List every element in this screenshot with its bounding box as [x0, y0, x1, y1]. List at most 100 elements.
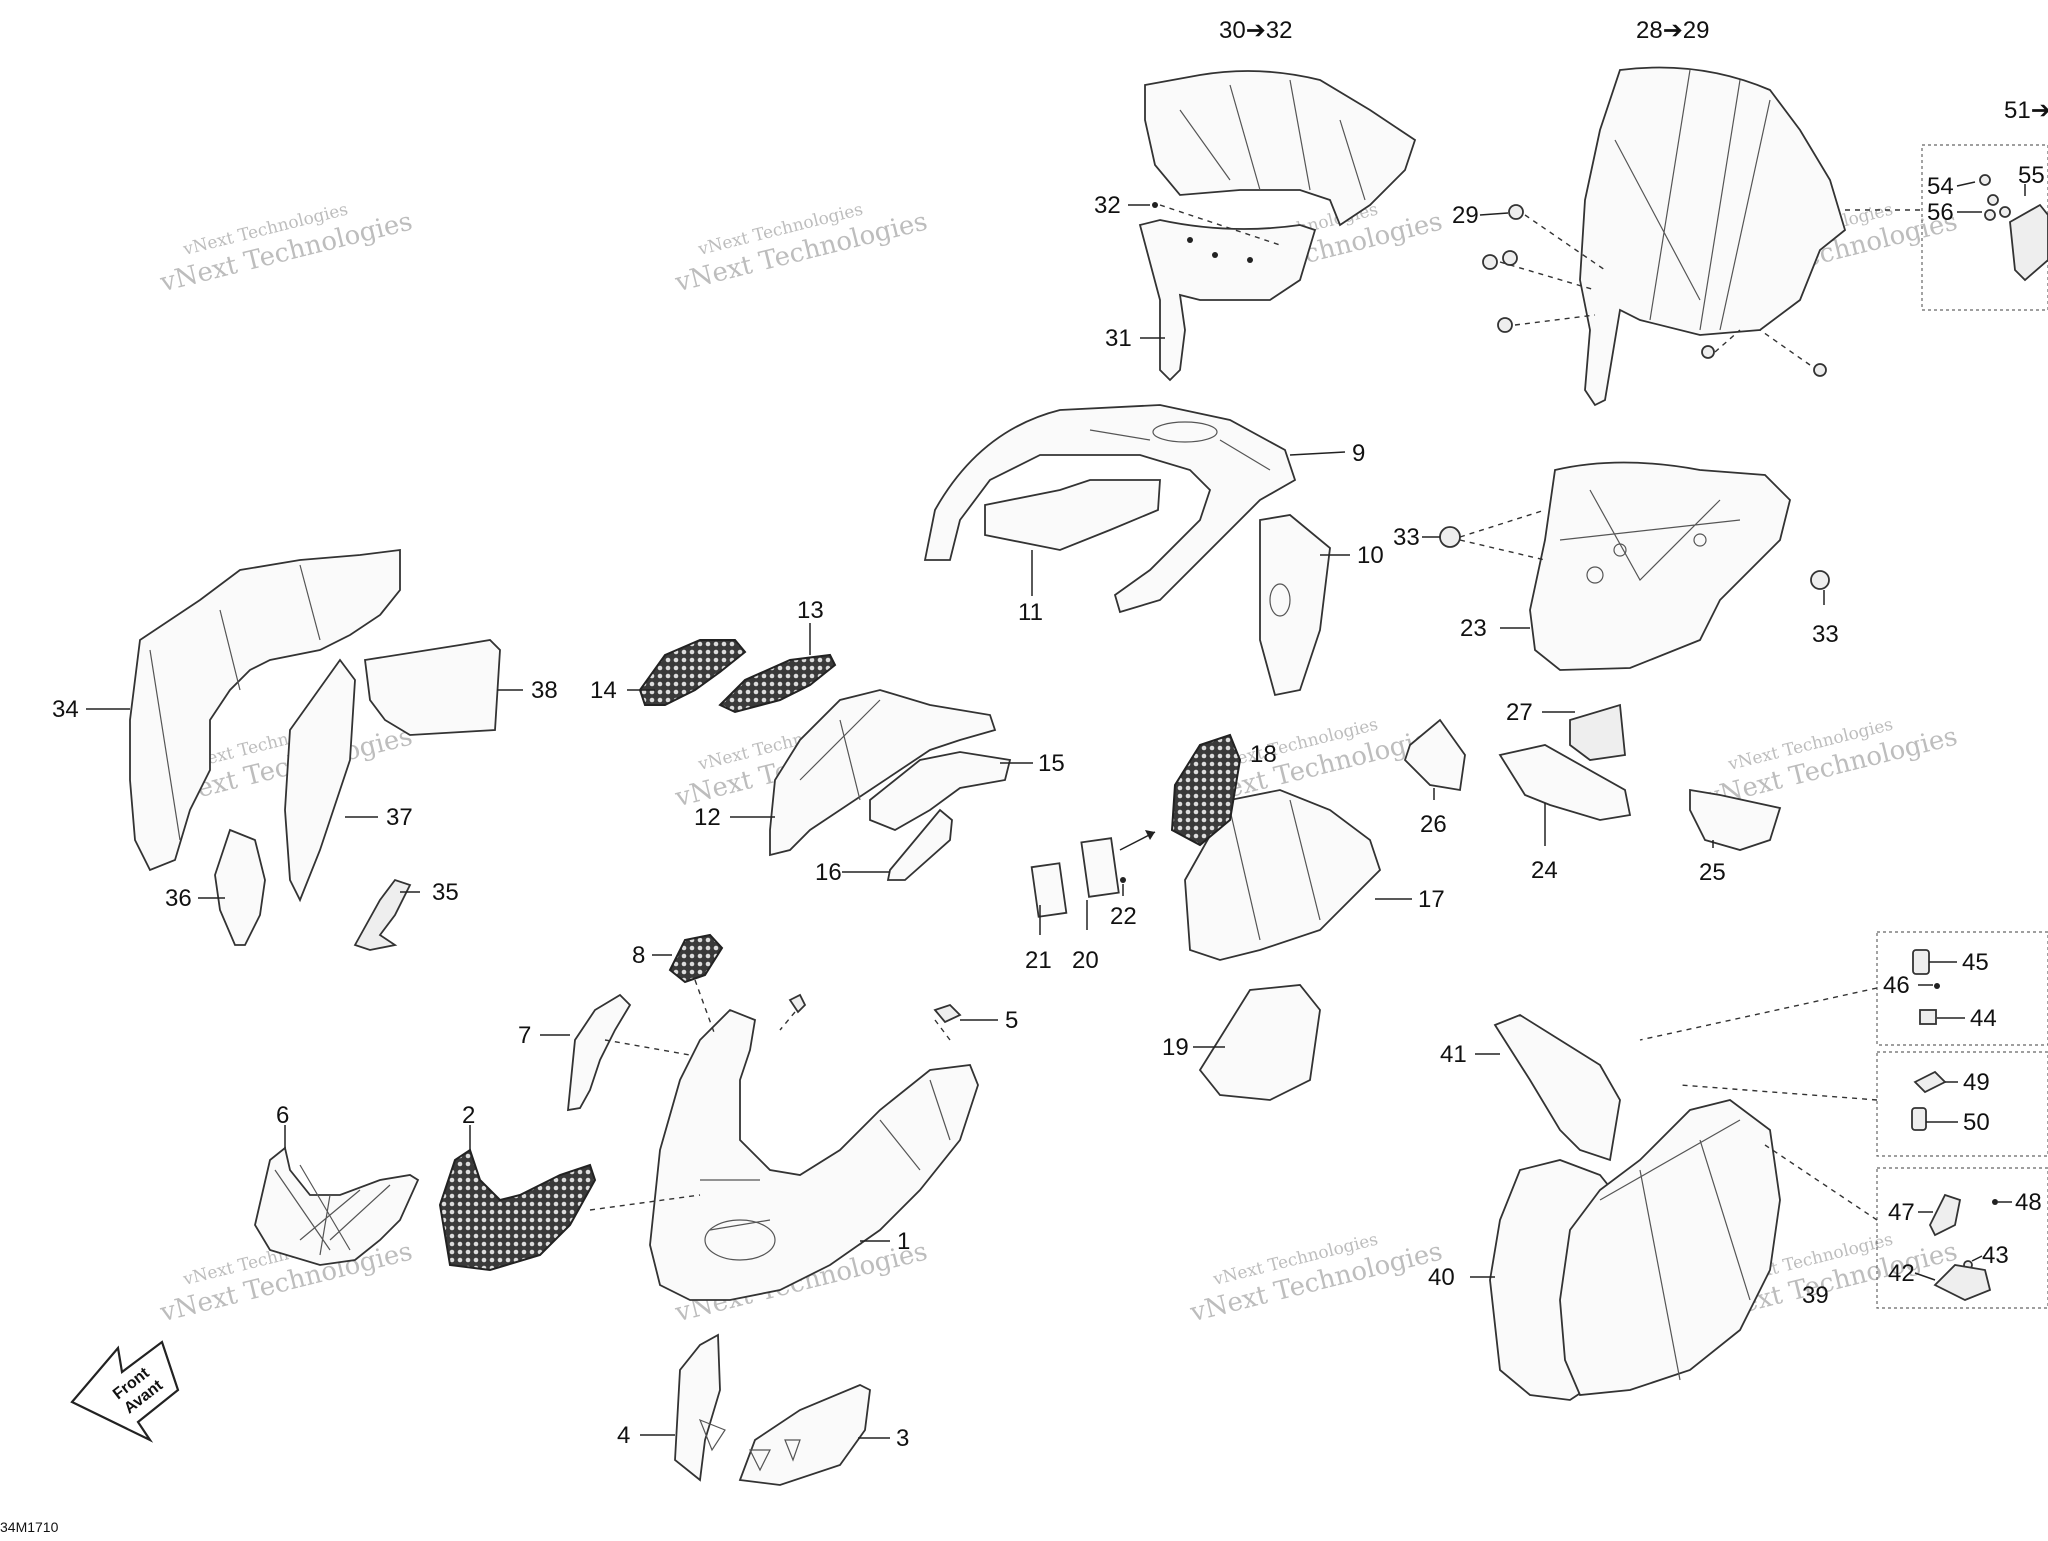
callout-5: 5	[1005, 1007, 1018, 1034]
callout-48: 48	[2015, 1189, 2042, 1216]
callout-15: 15	[1038, 750, 1065, 777]
arrow-left-icon	[70, 1340, 180, 1443]
callout-47: 47	[1888, 1199, 1915, 1226]
callout-17: 17	[1418, 886, 1445, 913]
callout-34: 34	[52, 696, 79, 723]
panel-10-hole	[1269, 583, 1291, 617]
vent-8	[668, 933, 724, 984]
screw-50	[1911, 1107, 1927, 1131]
arrow-head	[1145, 830, 1155, 840]
clip-49	[1913, 1070, 1947, 1094]
vent-7	[566, 993, 632, 1112]
fastener-45	[1912, 949, 1930, 975]
clip-5b	[933, 1003, 962, 1024]
callout-56: 56	[1927, 199, 1954, 226]
bracket-35	[353, 878, 412, 951]
callout-9: 9	[1352, 440, 1365, 467]
windshield-high	[1579, 66, 1847, 407]
callout-32: 32	[1094, 192, 1121, 219]
callout-18: 18	[1250, 741, 1277, 768]
trim-15	[869, 751, 1012, 831]
callout-55: 55	[2018, 162, 2045, 189]
detail-box-51	[1921, 144, 2048, 311]
panel-19	[1198, 984, 1321, 1101]
callout-10: 10	[1357, 542, 1384, 569]
callout-27: 27	[1506, 699, 1533, 726]
callout-24: 24	[1531, 857, 1558, 884]
callout-44: 44	[1970, 1005, 1997, 1032]
callout-29: 29	[1452, 202, 1479, 229]
drawing-code: 34M1710	[0, 1519, 59, 1535]
callout-4: 4	[617, 1422, 630, 1449]
washer-46	[1934, 983, 1940, 989]
bezel-12	[769, 689, 997, 857]
leader-33-dash	[1459, 509, 1546, 538]
part-26	[1403, 718, 1466, 792]
rivet-dot	[1212, 252, 1218, 258]
callout-33-right: 33	[1812, 621, 1839, 648]
callout-42: 42	[1888, 1260, 1915, 1287]
side-panel-39	[1559, 1099, 1781, 1396]
watermark-1: vNext Technologies vNext Technologies	[157, 200, 416, 299]
callout-31: 31	[1105, 325, 1132, 352]
watermark-11: vNext Technologies vNext Technologies	[1187, 1230, 1446, 1329]
callout-8: 8	[632, 942, 645, 969]
callout-33-left: 33	[1393, 524, 1420, 551]
callout-54: 54	[1927, 173, 1954, 200]
callout-21: 21	[1025, 947, 1052, 974]
console-17	[1184, 789, 1382, 961]
leader-5-dash	[934, 1019, 951, 1041]
mesh-vent-13	[718, 653, 837, 714]
callout-22: 22	[1110, 903, 1137, 930]
mesh-grille-18	[1170, 733, 1242, 847]
rivet-22	[1120, 877, 1126, 883]
callout-51: 51➔	[2004, 97, 2048, 124]
grommet-33-right	[1810, 570, 1830, 590]
callouts: 1 2 3 4 5 6 7 8 9 10 11 12 13 14 15 16 1	[52, 17, 2048, 1452]
leader-33-dash	[1459, 539, 1546, 561]
detail-box-49-50	[1876, 1051, 2048, 1157]
nut-44	[1919, 1009, 1937, 1025]
decal-cutouts	[698, 1418, 801, 1472]
watermark-2: vNext Technologies vNext Technologies	[672, 200, 931, 299]
rivet-dot	[1187, 237, 1193, 243]
panel-41	[1493, 1013, 1621, 1162]
callout-38: 38	[531, 677, 558, 704]
callout-40: 40	[1428, 1264, 1455, 1291]
decal-3	[738, 1384, 871, 1486]
leader-2-dash	[589, 1194, 701, 1211]
callout-50: 50	[1963, 1109, 1990, 1136]
clip-5a	[788, 993, 807, 1014]
windshield-screws	[1482, 204, 1827, 377]
part-25	[1689, 788, 1782, 851]
grommet-33-left	[1439, 526, 1461, 548]
callout-19: 19	[1162, 1034, 1189, 1061]
callout-20: 20	[1072, 947, 1099, 974]
callout-11: 11	[1018, 599, 1043, 626]
callout-41: 41	[1440, 1041, 1467, 1068]
grille-frame-6	[254, 1146, 420, 1266]
inner-panel-11	[984, 479, 1161, 551]
side-panel-34	[129, 548, 401, 872]
plate-21	[1030, 862, 1068, 918]
leader-box-1	[1639, 987, 1878, 1041]
callout-2: 2	[462, 1102, 475, 1129]
mesh-vent-14	[638, 639, 747, 706]
front-direction-badge: Front Avant	[70, 1340, 180, 1443]
front-fascia-1	[649, 1008, 979, 1301]
callout-35: 35	[432, 879, 459, 906]
bracket-42	[1933, 1264, 1992, 1301]
callout-6: 6	[276, 1102, 289, 1129]
callout-14: 14	[590, 677, 617, 704]
callout-13: 13	[797, 597, 824, 624]
callout-37: 37	[386, 804, 413, 831]
callout-26: 26	[1420, 811, 1447, 838]
cover-38	[363, 639, 501, 736]
callout-49: 49	[1963, 1069, 1990, 1096]
callout-45: 45	[1962, 949, 1989, 976]
rivet-32	[1152, 202, 1158, 208]
rivet-dot	[1247, 257, 1253, 263]
upper-nose-panel	[923, 404, 1297, 614]
